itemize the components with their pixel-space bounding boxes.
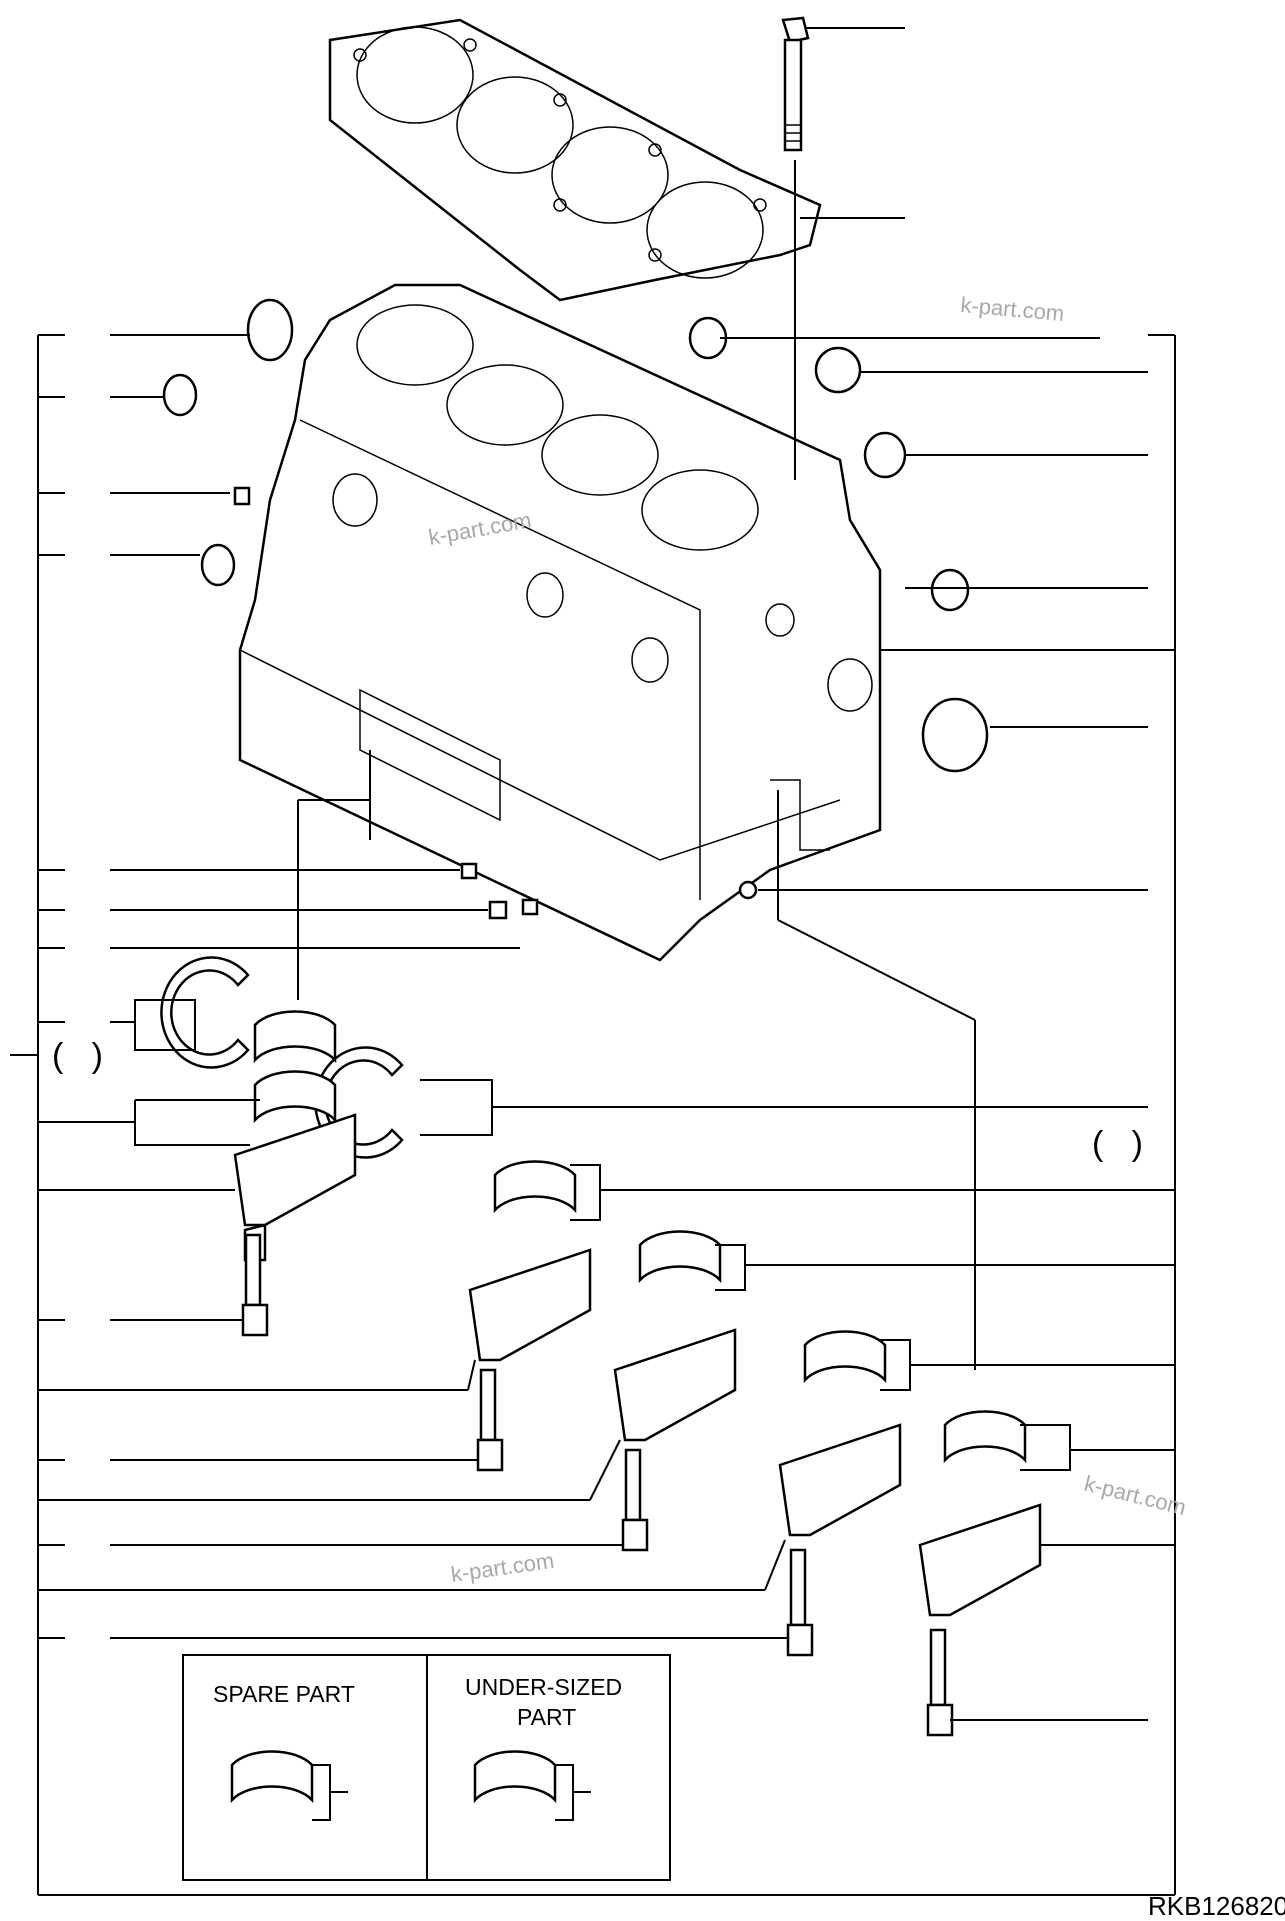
main-bearing-4: [803, 1330, 887, 1384]
watermark-lower-left: k-part.com: [449, 1548, 555, 1587]
watermark-lower-right: k-part.com: [1082, 1471, 1189, 1520]
main-bearing-5: [943, 1410, 1027, 1464]
bearing-cap-5: [918, 1503, 1042, 1737]
undersized-part-label-line2: PART: [517, 1704, 576, 1730]
legend-box: [182, 1654, 671, 1881]
bearing-cap-1: [233, 1113, 357, 1337]
undersized-part-label-line1: UNDER-SIZED: [465, 1674, 622, 1700]
leader-lines: [10, 27, 1176, 1896]
thrust-washers-left: [160, 956, 404, 1159]
drawing-code: RKB126820: [1148, 1891, 1285, 1921]
main-bearing-3: [638, 1230, 722, 1284]
watermark-top: k-part.com: [960, 292, 1066, 326]
left-plugs: [162, 298, 294, 587]
right-parentheses: ( ): [1092, 1125, 1143, 1163]
main-bearing-2: [493, 1160, 577, 1214]
cylinder-block: [238, 283, 882, 962]
bearing-cap-4: [778, 1423, 902, 1657]
head-bolt: [781, 16, 810, 152]
bearing-cap-2: [468, 1248, 592, 1472]
bearing-cap-3: [613, 1328, 737, 1552]
head-gasket: [328, 18, 822, 302]
main-bearing-1: [253, 1010, 337, 1124]
small-lower-plugs: [460, 862, 539, 920]
left-parentheses: ( ): [52, 1037, 103, 1075]
spare-part-label: SPARE PART: [213, 1681, 355, 1707]
